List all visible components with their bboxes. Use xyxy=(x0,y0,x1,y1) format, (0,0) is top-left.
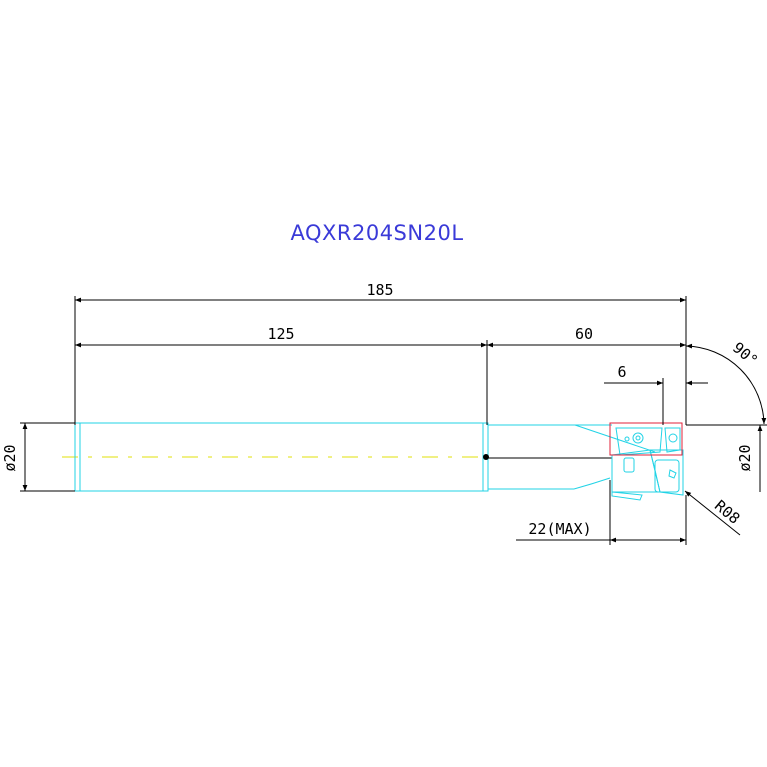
drawing-title: AQXR204SN20L xyxy=(290,221,463,245)
dim-insert-offset: 6 xyxy=(617,363,626,381)
dim-overall-length: 185 xyxy=(366,281,393,299)
dim-shank-diameter-left: ø20 xyxy=(1,444,19,471)
dim-max-depth: 22(MAX) xyxy=(528,520,591,538)
tool-head xyxy=(483,424,684,501)
angle-arc xyxy=(685,343,767,425)
dim-radius-leader xyxy=(684,490,741,536)
dim-head-length: 60 xyxy=(575,325,593,343)
dim-corner-radius: R08 xyxy=(711,497,743,528)
reference-point xyxy=(483,454,489,460)
dim-shank-diameter-right: ø20 xyxy=(736,444,754,471)
extension-lines xyxy=(20,296,767,545)
insert-detail-box xyxy=(609,422,683,456)
dim-angle: 90° xyxy=(729,339,761,370)
dim-shank-length: 125 xyxy=(267,325,294,343)
